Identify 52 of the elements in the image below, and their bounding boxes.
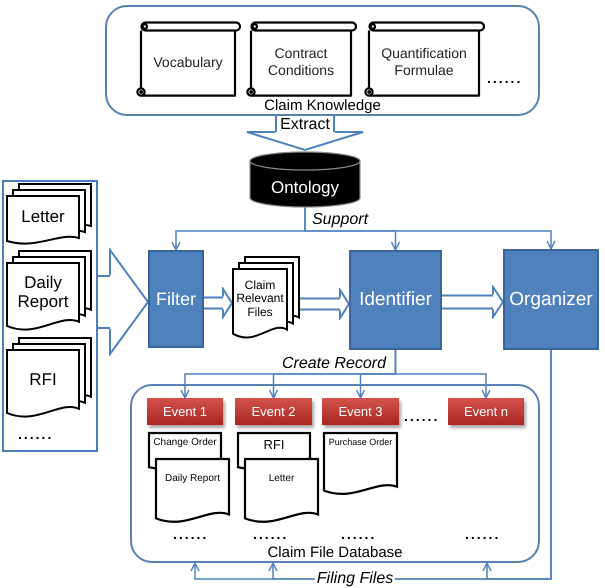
document-label: Letter — [268, 473, 294, 486]
group-container — [105, 5, 540, 116]
event-label: Event n — [464, 405, 508, 418]
document-label: Daily Report — [164, 473, 220, 486]
group-container — [130, 384, 540, 563]
event-label: Event 1 — [162, 405, 208, 418]
event-bar — [235, 398, 312, 425]
ellipsis-dots: ...... — [404, 410, 440, 422]
scroll-label: Vocabulary — [153, 54, 223, 70]
document-panel — [2, 180, 98, 452]
document-label: Purchase Order — [328, 437, 392, 448]
process-box — [148, 250, 204, 348]
document-label: Change Order — [153, 437, 217, 450]
document-label: Daily Report — [16, 272, 70, 312]
document-stack — [6, 183, 92, 247]
scroll-label: Contract Conditions — [266, 45, 336, 79]
event-bar — [448, 398, 524, 425]
document-label: Letter — [21, 207, 65, 227]
database-cylinder — [249, 152, 361, 207]
ellipsis-dots: ...... — [18, 428, 54, 440]
event-bar — [147, 398, 223, 425]
document-shape — [244, 458, 319, 526]
scroll-shape — [246, 21, 358, 97]
process-box — [349, 250, 442, 350]
scroll-label: Quantification Formulae — [380, 45, 468, 79]
event-bar — [322, 398, 399, 425]
group-heading: Claim Knowledge — [262, 98, 383, 114]
process-label: Filter — [156, 288, 196, 310]
edge-label: Filing Files — [314, 571, 396, 587]
edge-label: Support — [310, 212, 370, 228]
event-label: Event 3 — [338, 405, 383, 418]
document-label: RFI — [29, 370, 57, 390]
process-box — [503, 249, 599, 350]
arrow — [304, 207, 556, 250]
process-label: Organizer — [509, 288, 593, 312]
arrow — [482, 350, 552, 580]
ellipsis-dots: ...... — [465, 528, 500, 540]
document-label: RFI — [264, 437, 284, 454]
scroll-shape — [136, 21, 242, 97]
document-label: Claim Relevant Files — [235, 278, 285, 320]
ellipsis-dots: ...... — [173, 528, 208, 540]
arrow — [394, 350, 491, 399]
ellipsis-dots: ...... — [487, 72, 522, 84]
cylinder-label: Ontology — [270, 176, 340, 198]
event-label: Event 2 — [251, 405, 296, 418]
edge-label: Extract — [280, 117, 330, 133]
document-shape — [155, 458, 230, 526]
ellipsis-dots: ...... — [341, 528, 376, 540]
ellipsis-dots: ...... — [253, 528, 288, 540]
document-shape — [323, 432, 398, 498]
scroll-shape — [364, 21, 486, 97]
process-label: Identifier — [359, 288, 432, 312]
